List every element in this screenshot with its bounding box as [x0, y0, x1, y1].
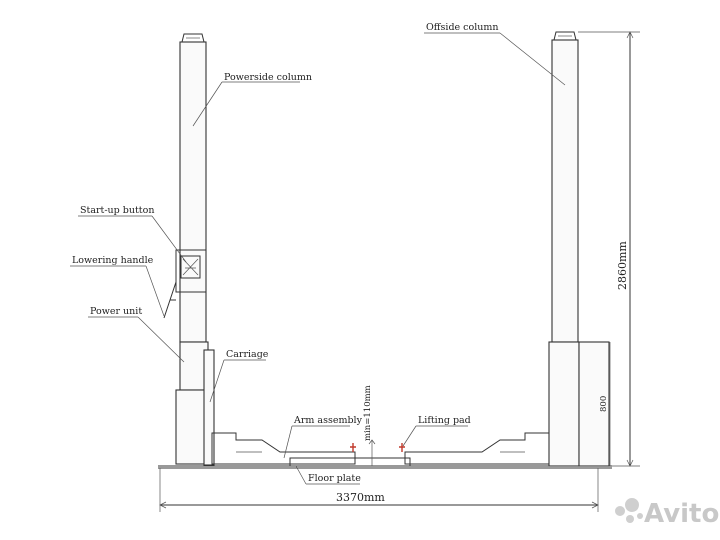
power-unit-label: Power unit: [90, 306, 142, 317]
lifting-pad-label: Lifting pad: [418, 415, 471, 426]
avito-watermark: Avito: [615, 498, 719, 529]
floor-plate-label: Floor plate: [308, 473, 361, 484]
height-dimension: [578, 31, 640, 467]
min-height-dimension: [368, 439, 376, 466]
powerside-column-label: Powerside column: [224, 72, 312, 83]
leader-lines: [70, 32, 566, 485]
carriage-label: Carriage: [226, 349, 269, 360]
avito-watermark-text: Avito: [644, 499, 719, 529]
width-dimension-text: 3370mm: [336, 491, 385, 504]
carriage-dimension-text: 800: [599, 396, 609, 412]
startup-button-box: [175, 249, 207, 293]
arm-assembly-label: Arm assembly: [293, 415, 363, 426]
min-height-text: min=110mm: [363, 385, 373, 441]
startup-button-label: Start-up button: [80, 205, 154, 216]
offside-column-label: Offside column: [426, 22, 499, 33]
height-dimension-text: 2860mm: [616, 241, 629, 290]
arm-assemblies: [211, 432, 550, 465]
lowering-handle-shape: [163, 281, 177, 319]
floor-plate: [158, 457, 612, 469]
lowering-handle-label: Lowering handle: [72, 255, 154, 266]
offside-column: [548, 31, 610, 467]
width-dimension: [159, 468, 599, 512]
